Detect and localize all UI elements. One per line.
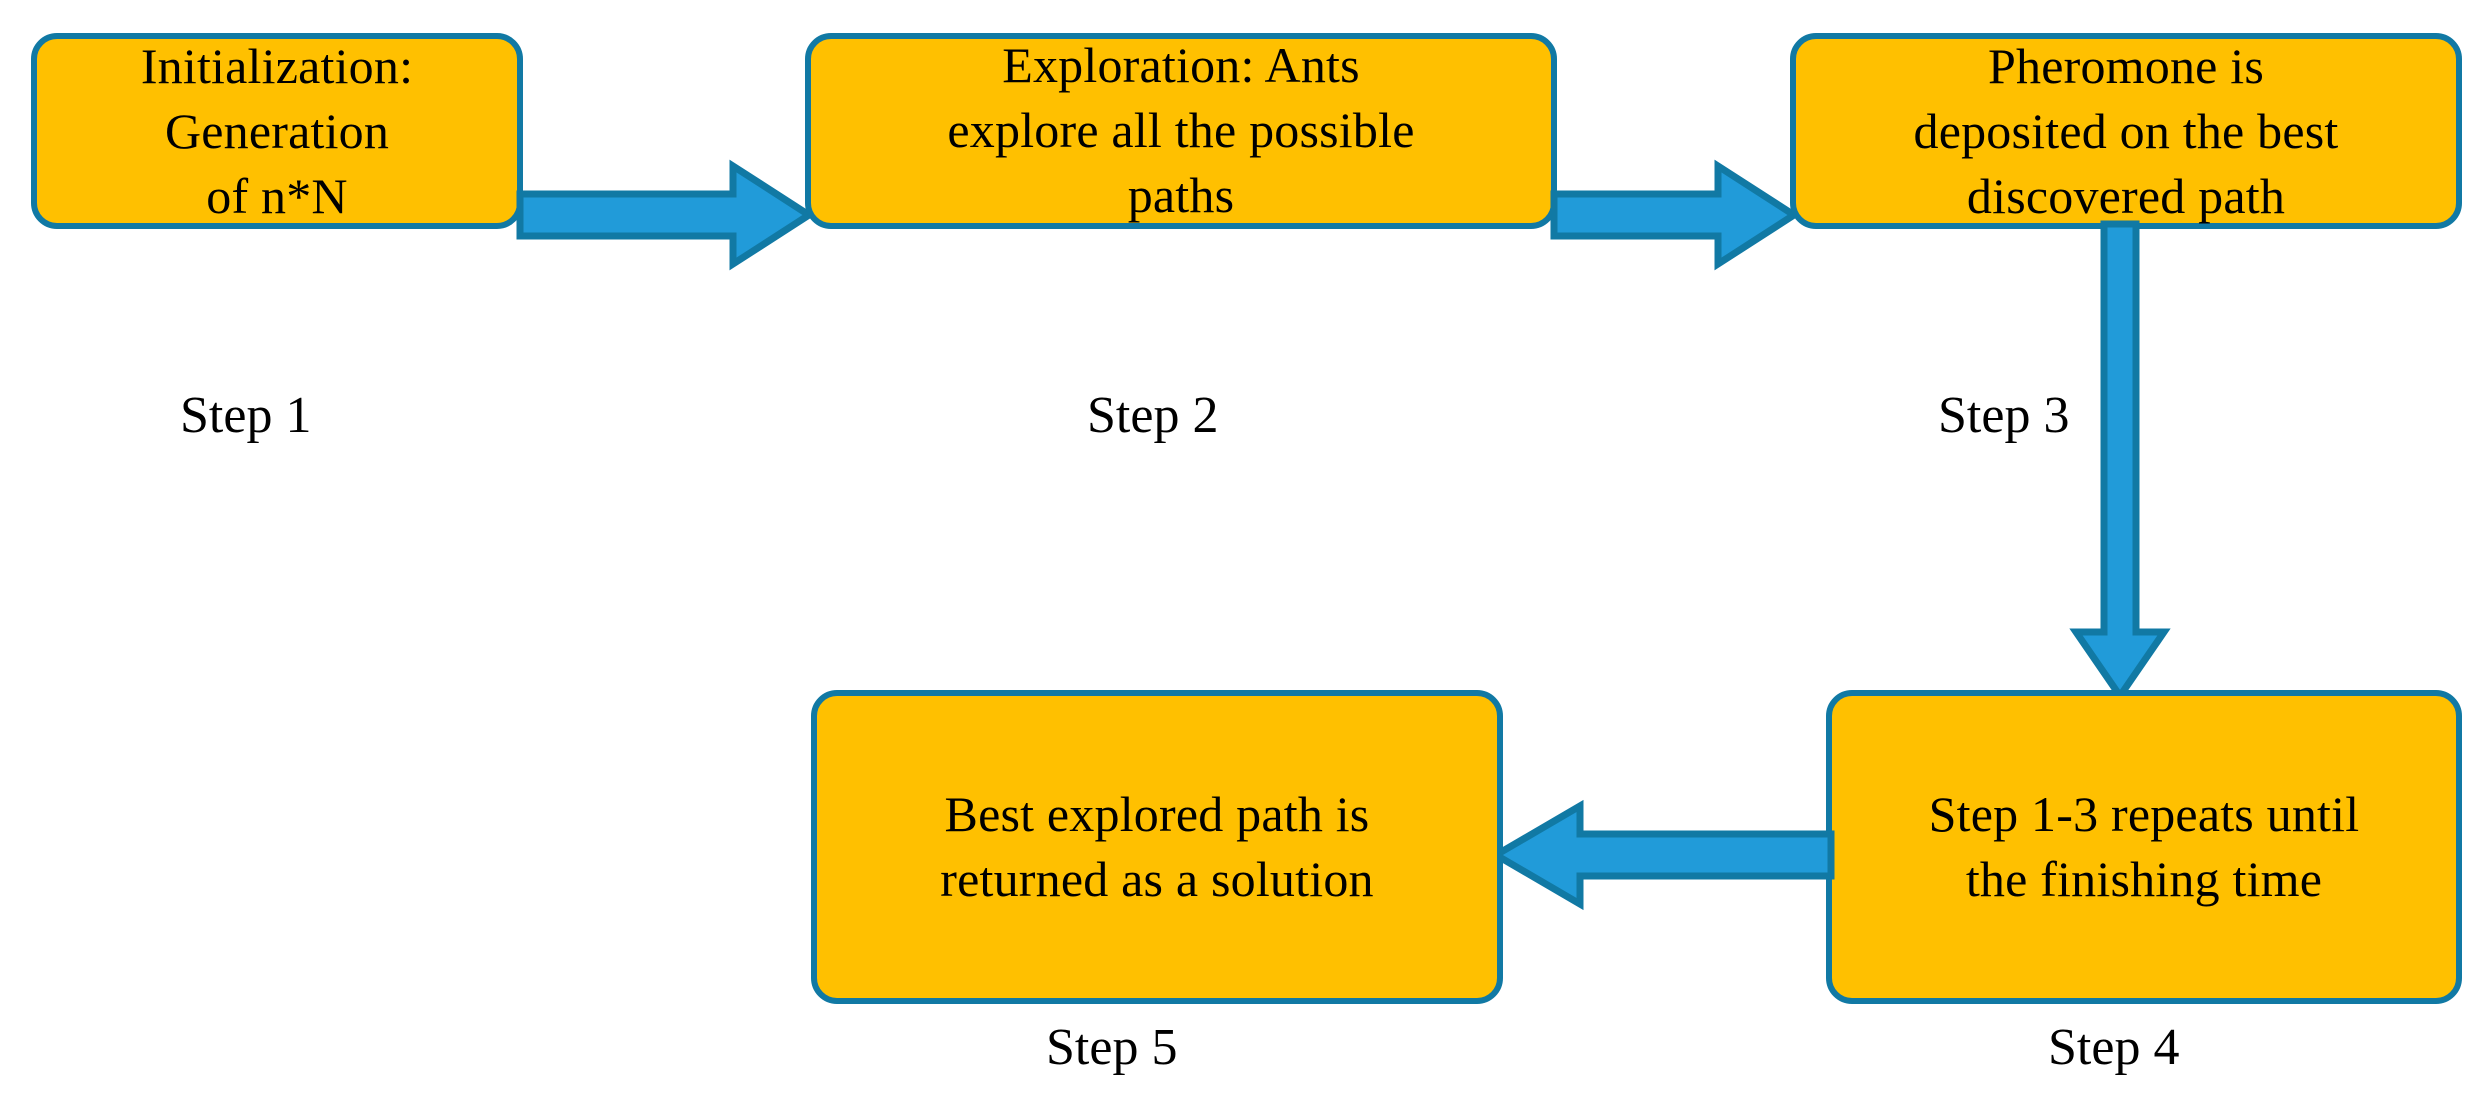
step-caption-3: Step 3	[1938, 387, 2070, 444]
step-caption-5: Step 5	[1046, 1019, 1178, 1076]
flow-node-step1-label: Initialization: Generation of n*N	[140, 37, 414, 224]
flow-node-step4-label: Step 1-3 repeats until the finishing tim…	[1928, 786, 2360, 907]
arrow-right-icon	[1550, 159, 1801, 271]
arrow-step2-to-step3	[1550, 159, 1801, 271]
arrow-step4-to-step5	[1489, 799, 1835, 911]
step-caption-4: Step 4	[2048, 1019, 2180, 1076]
arrow-step3-to-step4	[2069, 220, 2171, 703]
arrow-down-icon	[2069, 220, 2171, 703]
flow-node-step3[interactable]: Pheromone is deposited on the best disco…	[1790, 33, 2462, 229]
arrow-right-icon	[516, 159, 816, 271]
arrow-step1-to-step2	[516, 159, 816, 271]
flow-node-step4[interactable]: Step 1-3 repeats until the finishing tim…	[1826, 690, 2462, 1004]
flow-node-step2[interactable]: Exploration: Ants explore all the possib…	[805, 33, 1557, 229]
flow-node-step2-label: Exploration: Ants explore all the possib…	[947, 36, 1415, 223]
flow-node-step5[interactable]: Best explored path is returned as a solu…	[811, 690, 1503, 1004]
flow-node-step1[interactable]: Initialization: Generation of n*N	[31, 33, 523, 229]
step-caption-1: Step 1	[180, 387, 312, 444]
arrow-left-icon	[1489, 799, 1835, 911]
flow-node-step5-label: Best explored path is returned as a solu…	[940, 786, 1374, 907]
flow-node-step3-label: Pheromone is deposited on the best disco…	[1913, 37, 2339, 224]
step-caption-2: Step 2	[1087, 387, 1219, 444]
